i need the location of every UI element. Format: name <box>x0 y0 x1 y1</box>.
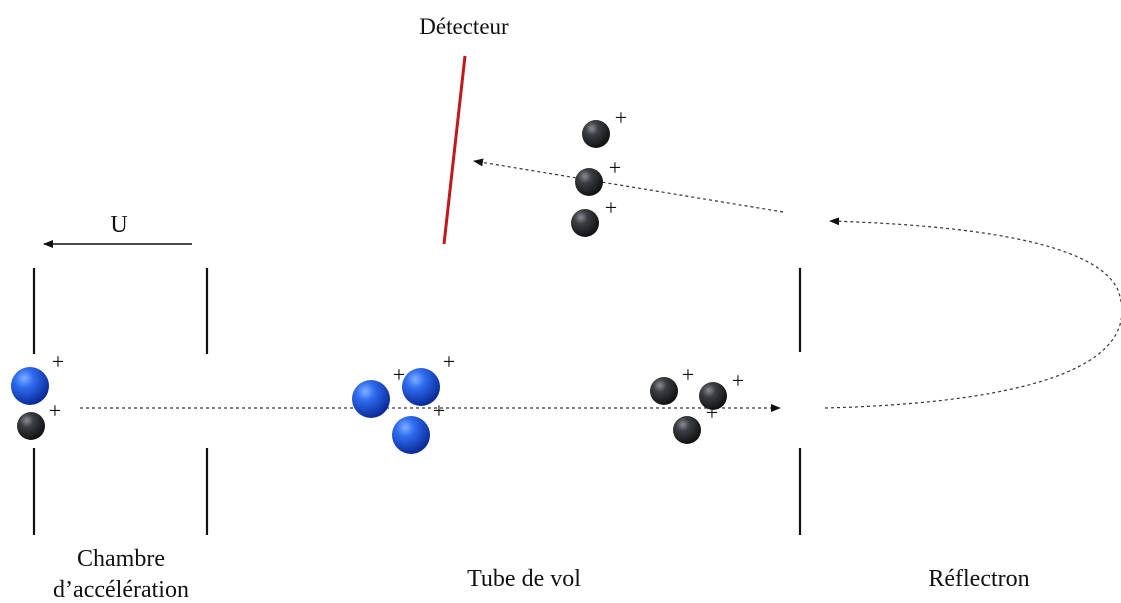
ion-charge: + <box>443 349 455 374</box>
return-flight-path <box>473 158 784 213</box>
ion-charge: + <box>393 362 405 387</box>
heavy-ion <box>402 368 440 406</box>
detector-plate <box>442 55 467 245</box>
voltage-label: U <box>110 212 127 238</box>
heavy-ion <box>392 416 430 454</box>
ion-charge: + <box>609 155 621 180</box>
heavy-ion <box>352 380 390 418</box>
ion-group-heavy-flight: + + + <box>352 349 455 454</box>
ion-charge: + <box>49 398 61 423</box>
light-ion <box>571 209 599 237</box>
ion-group-light-flight: + + + <box>650 362 744 444</box>
light-ion <box>17 412 45 440</box>
ion-charge: + <box>615 105 627 130</box>
acceleration-chamber-electrodes <box>32 268 209 535</box>
ion-charge: + <box>732 368 744 393</box>
ion-charge: + <box>605 195 617 220</box>
reflectron-turn-path <box>824 217 1121 409</box>
detector-label: Détecteur <box>419 14 509 39</box>
acceleration-chamber-label-line1: Chambre <box>77 546 165 572</box>
heavy-ion <box>11 367 49 405</box>
reflectron-label: Réflectron <box>928 566 1029 592</box>
ion-charge: + <box>682 362 694 387</box>
ion-charge: + <box>433 398 445 423</box>
ion-charge: + <box>706 400 718 425</box>
light-ion <box>575 168 603 196</box>
ion-group-reflected: + + + <box>571 105 627 237</box>
flight-tube-label: Tube de vol <box>467 566 581 592</box>
light-ion <box>650 377 678 405</box>
ion-charge: + <box>52 349 64 374</box>
acceleration-chamber-label-line2: d’accélération <box>53 577 189 603</box>
light-ion <box>673 416 701 444</box>
ion-group-acceleration: + + <box>11 349 64 440</box>
light-ion <box>699 382 727 410</box>
light-ion <box>582 120 610 148</box>
